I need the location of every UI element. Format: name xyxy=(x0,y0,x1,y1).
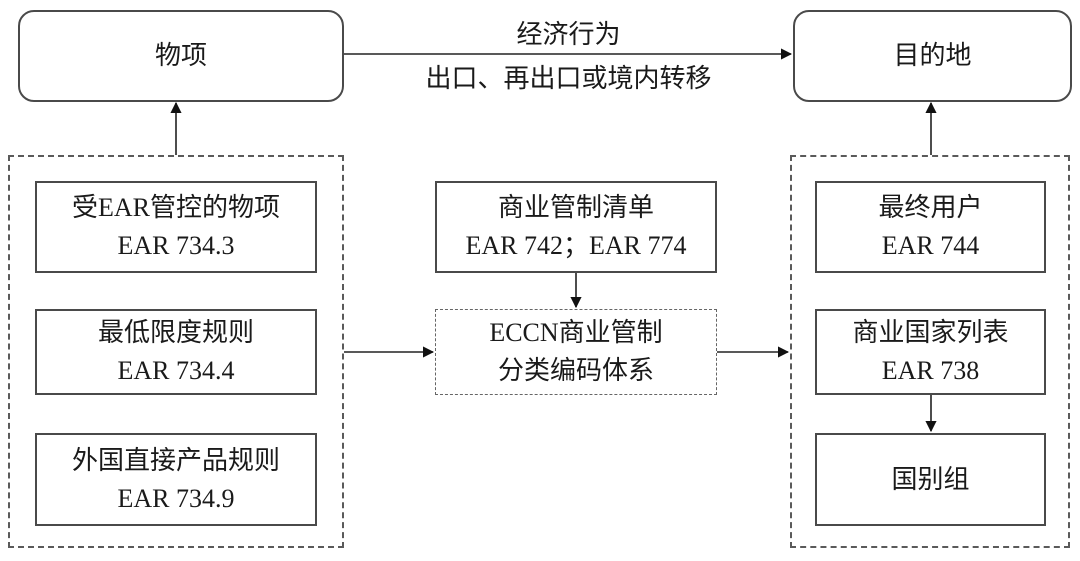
eccn-line1: ECCN商业管制 xyxy=(489,318,663,347)
ccl-title: 商业管制清单 xyxy=(497,193,654,222)
right-box-country-group: 国别组 xyxy=(815,433,1046,526)
ccl-ref: EAR 742；EAR 774 xyxy=(465,231,687,260)
destination-node: 目的地 xyxy=(793,10,1072,102)
right-box-ref: EAR 744 xyxy=(881,231,980,260)
commerce-control-list-box: 商业管制清单 EAR 742；EAR 774 xyxy=(435,181,717,273)
left-box-ref: EAR 734.4 xyxy=(117,356,235,385)
left-box-title: 受EAR管控的物项 xyxy=(71,193,280,222)
left-box-foreign-direct-product-rule: 外国直接产品规则 EAR 734.9 xyxy=(35,433,317,526)
left-box-de-minimis-rule: 最低限度规则 EAR 734.4 xyxy=(35,309,317,395)
right-box-ref: EAR 738 xyxy=(881,356,980,385)
left-box-ref: EAR 734.9 xyxy=(117,483,235,513)
edge-label-export-types: 出口、再出口或境内转移 xyxy=(425,64,712,93)
items-label: 物项 xyxy=(154,41,207,70)
left-box-title: 外国直接产品规则 xyxy=(71,445,280,475)
right-group-container xyxy=(790,155,1070,548)
right-box-end-user: 最终用户 EAR 744 xyxy=(815,181,1046,273)
left-box-title: 最低限度规则 xyxy=(97,318,254,347)
destination-label: 目的地 xyxy=(893,41,972,70)
right-box-title: 商业国家列表 xyxy=(852,318,1009,347)
left-box-controlled-items: 受EAR管控的物项 EAR 734.3 xyxy=(35,181,317,273)
right-box-title: 国别组 xyxy=(891,464,970,494)
eccn-line2: 分类编码体系 xyxy=(497,356,654,385)
left-group-container xyxy=(8,155,344,548)
items-node: 物项 xyxy=(18,10,344,102)
left-box-ref: EAR 734.3 xyxy=(117,231,235,260)
edge-label-economic-behavior: 经济行为 xyxy=(516,20,621,49)
right-box-commerce-country-chart: 商业国家列表 EAR 738 xyxy=(815,309,1046,395)
eccn-box: ECCN商业管制 分类编码体系 xyxy=(435,309,717,395)
right-box-title: 最终用户 xyxy=(878,193,983,222)
